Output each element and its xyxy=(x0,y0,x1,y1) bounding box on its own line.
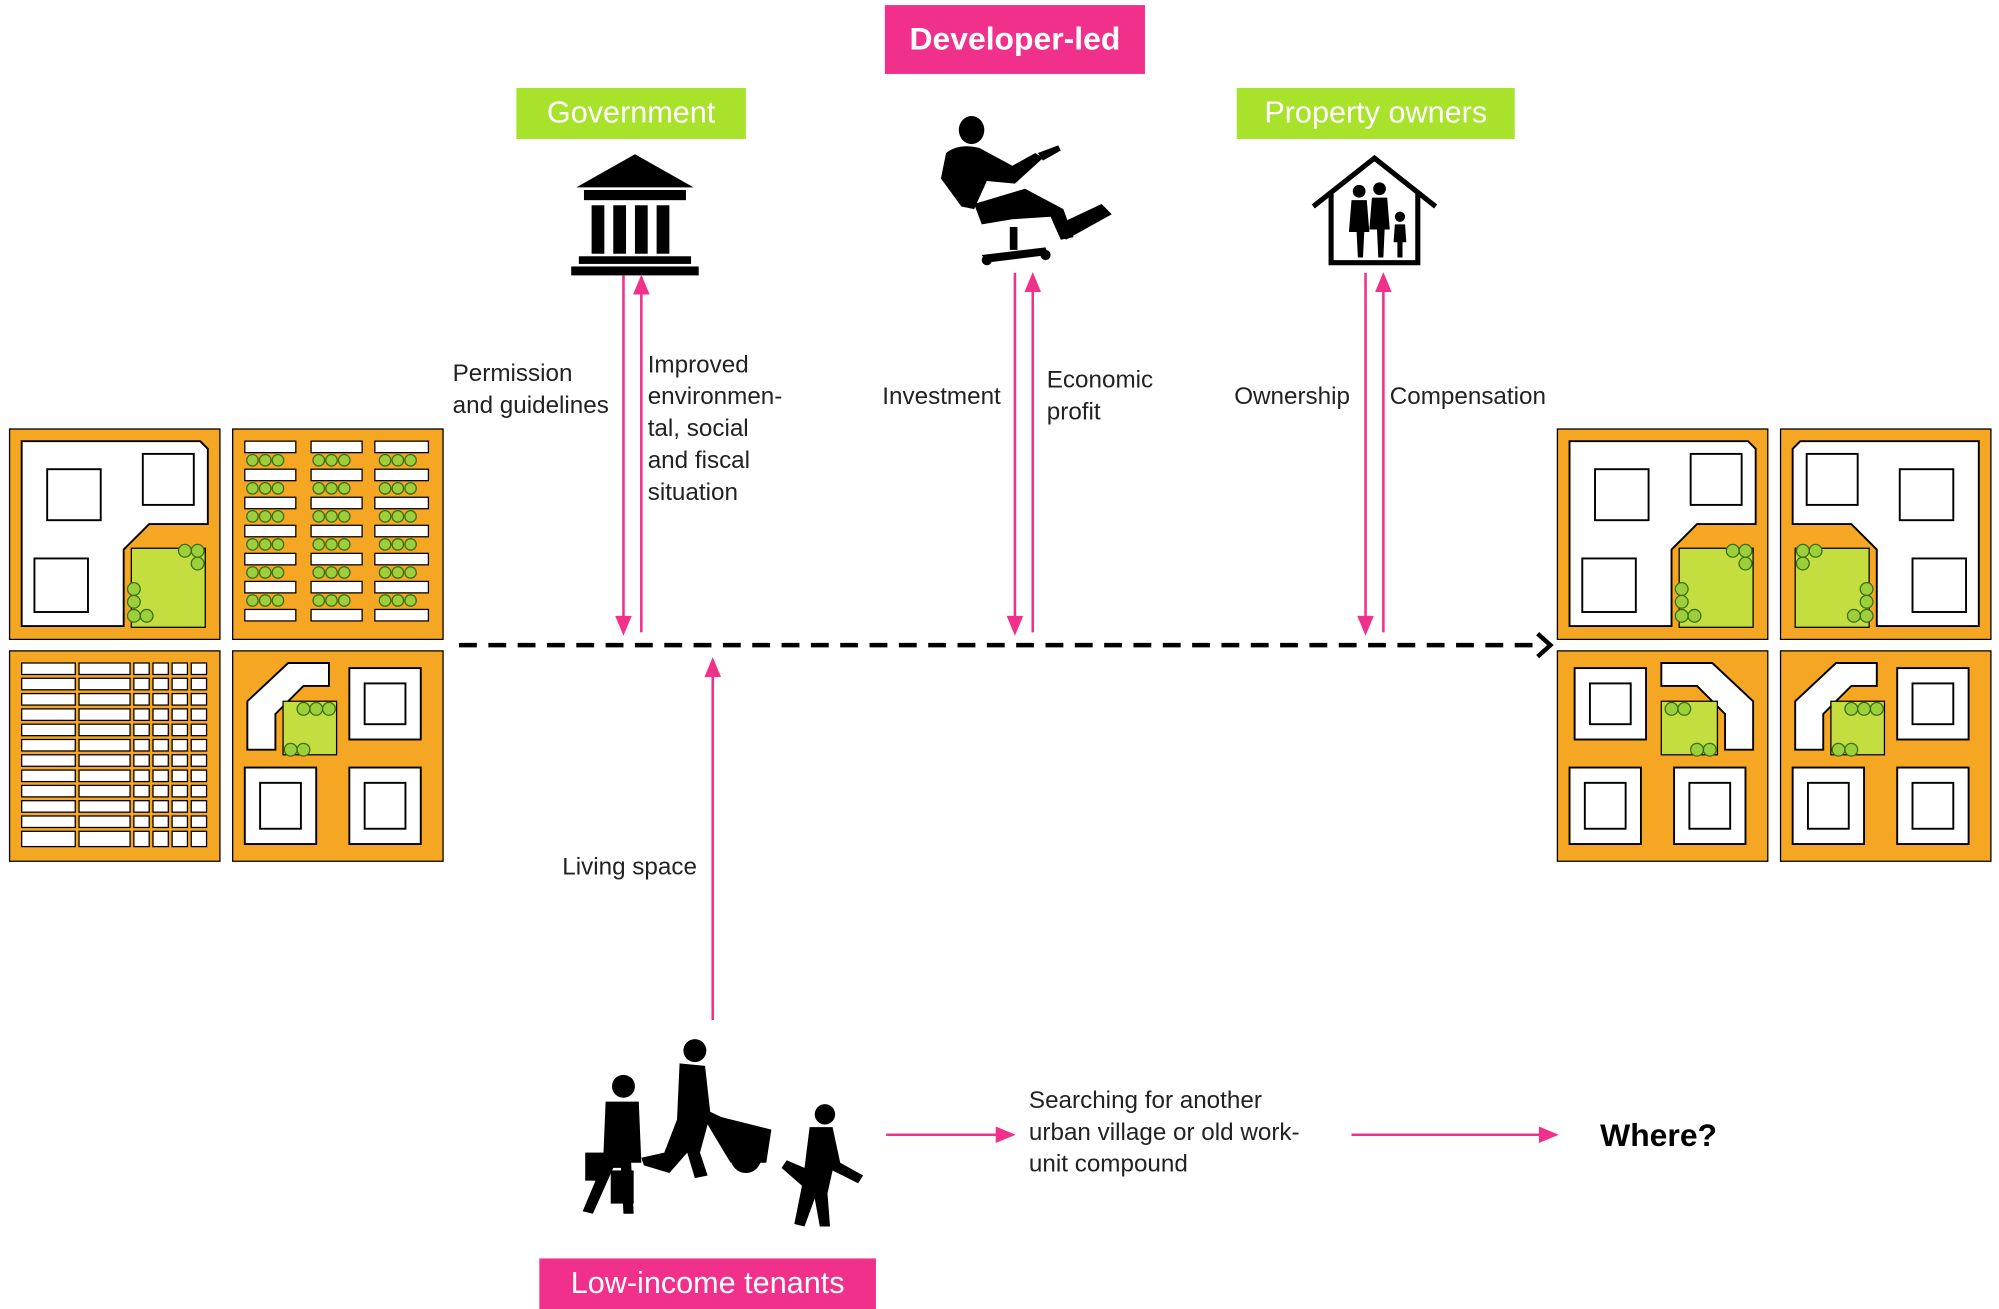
improved-line-3: tal, social xyxy=(647,415,749,443)
after-block-3 xyxy=(1556,650,1769,862)
permission-line-2: and guidelines xyxy=(452,392,609,420)
searching-line-1: Searching for another xyxy=(1028,1087,1262,1115)
before-block-work-unit xyxy=(232,650,444,862)
before-block-courtyard xyxy=(8,428,221,641)
living-space-label: Living space xyxy=(562,854,697,882)
economic-profit-label: Economic profit xyxy=(1047,365,1153,429)
improved-line-2: environmen- xyxy=(647,383,783,411)
government-tag: Government xyxy=(516,87,746,139)
after-block-1 xyxy=(1556,428,1769,641)
economic-line-2: profit xyxy=(1046,399,1101,426)
searching-line-2: urban village or old work- xyxy=(1028,1119,1300,1147)
low-income-tenants-tag: Low-income tenants xyxy=(539,1258,876,1309)
investment-label: Investment xyxy=(882,383,1001,411)
permission-label: Permission and guidelines xyxy=(453,358,609,422)
improved-line-1: Improved xyxy=(647,351,749,379)
after-block-2 xyxy=(1779,428,1992,641)
property-owners-tag: Property owners xyxy=(1236,87,1515,139)
economic-line-1: Economic xyxy=(1046,367,1154,394)
searching-label: Searching for another urban village or o… xyxy=(1029,1085,1300,1181)
searching-line-3: unit compound xyxy=(1028,1151,1188,1179)
after-block-4 xyxy=(1779,650,1992,862)
improved-line-4: and fiscal xyxy=(647,447,751,475)
before-block-dense-grid xyxy=(8,650,221,862)
family-house-icon xyxy=(1311,154,1438,266)
permission-line-1: Permission xyxy=(452,360,573,388)
government-building-icon xyxy=(571,154,699,276)
where-label: Where? xyxy=(1600,1118,1718,1154)
compensation-label: Compensation xyxy=(1389,383,1546,411)
migrant-workers-with-wheelbarrow-icon xyxy=(582,1039,864,1227)
improved-line-5: situation xyxy=(647,479,738,507)
before-block-urban-village xyxy=(232,428,444,641)
businessman-in-chair-icon xyxy=(940,116,1112,266)
developer-led-tag: Developer-led xyxy=(884,5,1145,74)
ownership-label: Ownership xyxy=(1234,383,1351,411)
improved-situation-label: Improved environmen- tal, social and fis… xyxy=(648,349,783,508)
